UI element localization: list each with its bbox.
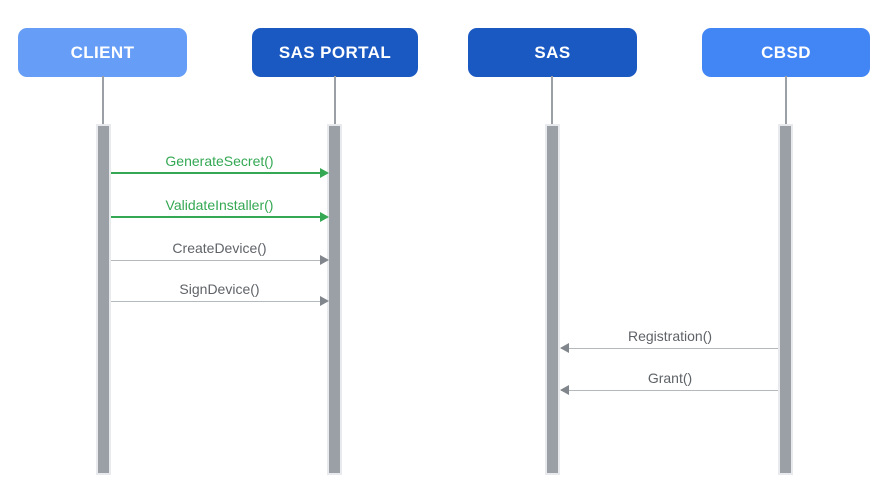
lifeline-sas: [551, 76, 553, 125]
message-arrow-line: [111, 259, 327, 261]
message-validate-installer: ValidateInstaller(): [111, 194, 329, 222]
actor-label-cbsd: CBSD: [761, 42, 811, 62]
arrowhead-left-icon: [560, 343, 569, 353]
message-label: SignDevice(): [179, 281, 260, 297]
message-label: CreateDevice(): [172, 240, 267, 256]
message-label: ValidateInstaller(): [165, 197, 274, 213]
message-sign-device: SignDevice(): [111, 278, 329, 306]
actor-box-client: CLIENT: [18, 28, 187, 77]
actor-box-sas: SAS: [468, 28, 637, 77]
activation-bar-cbsd: [778, 124, 793, 475]
message-arrow-line: [561, 389, 778, 391]
activation-bar-client: [96, 124, 111, 475]
actor-box-cbsd: CBSD: [702, 28, 870, 77]
actor-label-client: CLIENT: [70, 42, 135, 62]
message-label: GenerateSecret(): [165, 153, 274, 169]
actor-label-sas: SAS: [534, 42, 571, 62]
actor-label-sas-portal: SAS PORTAL: [278, 42, 392, 62]
message-label: Registration(): [627, 328, 713, 344]
message-arrow-line: [111, 216, 327, 218]
message-arrow-line: [111, 172, 327, 174]
arrowhead-right-icon: [320, 168, 329, 178]
arrowhead-right-icon: [320, 212, 329, 222]
message-arrow-line: [111, 300, 327, 302]
message-create-device: CreateDevice(): [111, 237, 329, 265]
message-grant: Grant(): [560, 367, 779, 395]
lifeline-cbsd: [785, 76, 787, 125]
message-generate-secret: GenerateSecret(): [111, 150, 329, 178]
arrowhead-right-icon: [320, 296, 329, 306]
lifeline-sas-portal: [334, 76, 336, 125]
actor-box-sas-portal: SAS PORTAL: [252, 28, 418, 77]
message-arrow-line: [561, 347, 778, 349]
activation-bar-sas: [545, 124, 560, 475]
message-registration: Registration(): [560, 325, 779, 353]
message-label: Grant(): [647, 370, 693, 386]
arrowhead-right-icon: [320, 255, 329, 265]
activation-bar-sas-portal: [327, 124, 342, 475]
lifeline-client: [102, 76, 104, 125]
arrowhead-left-icon: [560, 385, 569, 395]
